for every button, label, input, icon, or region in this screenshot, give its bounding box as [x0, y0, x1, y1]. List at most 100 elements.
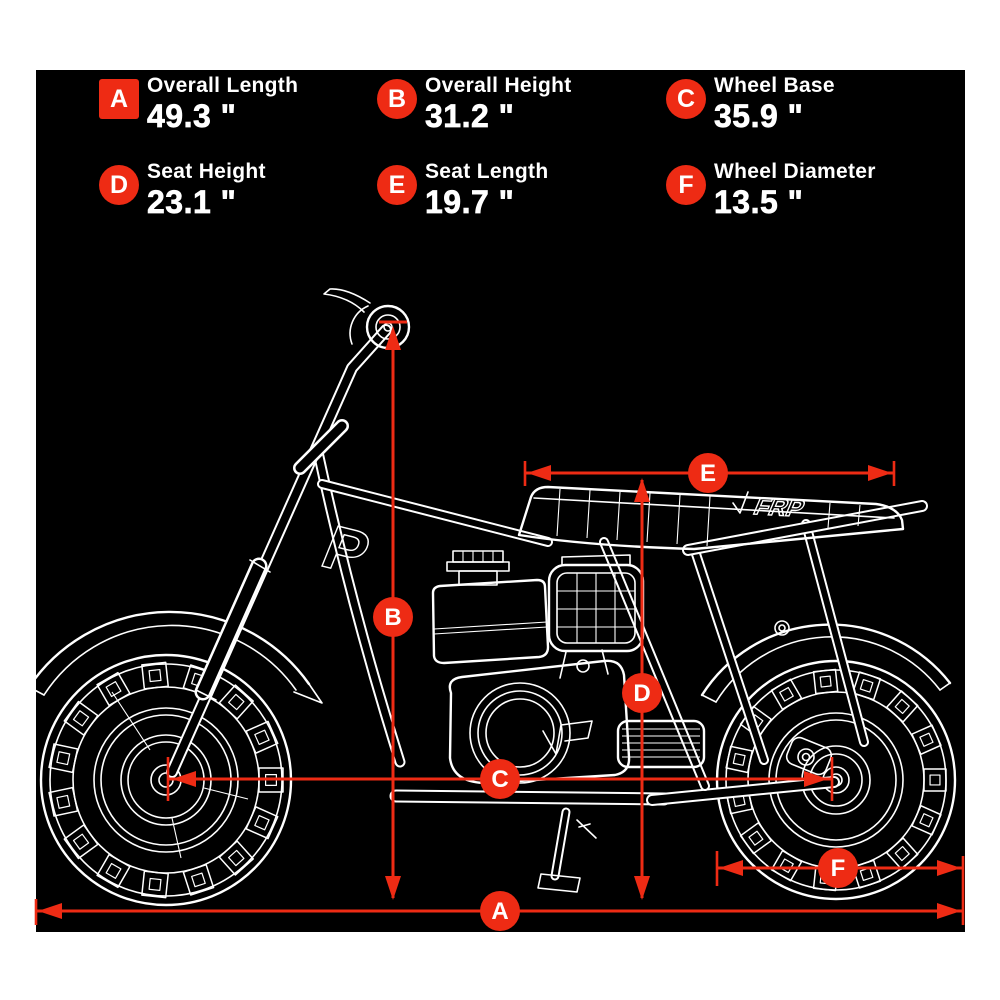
tire-knob	[182, 863, 215, 896]
spec-badge-e-letter: E	[388, 170, 406, 199]
dim-badge-a	[480, 891, 520, 931]
dim-b-arrow-down	[385, 876, 401, 900]
spec-seat-length: E Seat Length 19.7 "	[377, 159, 548, 220]
clutch-ring-3	[485, 698, 555, 768]
fork	[166, 324, 392, 778]
tire-knob	[725, 745, 753, 774]
tire-knob	[851, 671, 882, 701]
spec-badge-b-letter: B	[387, 84, 407, 113]
tire-knob	[48, 743, 79, 774]
tire-knob	[885, 837, 919, 870]
tire-knob	[96, 671, 131, 707]
dim-c-wheel-base: C	[166, 757, 834, 801]
tire-knob	[48, 786, 79, 817]
rear-knobs	[725, 668, 947, 892]
tire-knob	[245, 720, 279, 754]
tire-knob	[245, 806, 279, 840]
tank-band	[433, 621, 548, 635]
spec-badge-c: C	[666, 79, 706, 119]
dim-d-seat-height: D	[622, 478, 662, 900]
tire-knob	[148, 877, 162, 891]
tire-knob	[105, 681, 122, 698]
dim-b-overall-height: B	[373, 320, 413, 900]
kickstand	[537, 807, 597, 893]
tire-knob	[56, 751, 71, 766]
dim-e-arrow-left	[527, 465, 551, 481]
dim-badge-d	[622, 673, 662, 713]
tire-knob	[919, 813, 934, 828]
spec-wheel-diameter: F Wheel Diameter 13.5 "	[666, 159, 876, 220]
spec-label-overall-length: Overall Length	[147, 74, 299, 97]
spec-overall-height: B Overall Height 31.2 "	[377, 73, 572, 134]
tire-knob	[739, 822, 773, 855]
seat-logo-check	[732, 491, 749, 514]
spec-label-seat-height: Seat Height	[147, 160, 266, 183]
tire-knob	[770, 678, 803, 711]
spec-label-wheel-base: Wheel Base	[714, 74, 835, 97]
tire-knob	[894, 698, 910, 715]
rear-fender-edges	[701, 682, 951, 703]
tire-knob	[56, 794, 71, 809]
dim-e-seat-length: E	[523, 453, 896, 493]
clutch-ring-1	[469, 682, 571, 784]
muffler	[616, 719, 706, 769]
spec-value-overall-length: 49.3 "	[147, 98, 237, 135]
fuel-tank	[431, 578, 550, 665]
dim-f-arrow-right	[937, 860, 961, 876]
spec-label-wheel-diameter: Wheel Diameter	[714, 160, 876, 183]
tire-knob	[72, 833, 90, 850]
tire-knob	[63, 824, 99, 860]
fork-caps	[195, 559, 271, 701]
tire-knob	[148, 669, 162, 683]
dim-d-arrow-up	[634, 478, 650, 502]
spec-overall-length: A Overall Length 49.3 "	[99, 73, 298, 134]
grip-inner	[375, 314, 401, 340]
kickstand-foot	[537, 873, 581, 893]
carb	[576, 659, 590, 673]
tire-knob	[770, 849, 803, 882]
svg-text:C: C	[491, 766, 508, 793]
dimension-lines: B E D C	[34, 320, 965, 931]
rear-wheel	[715, 659, 957, 901]
tire-knob	[72, 710, 90, 727]
front-fender-outer	[27, 610, 311, 689]
front-spokes	[111, 691, 249, 859]
front-wheel	[39, 653, 293, 907]
dim-a-overall-length: A	[34, 856, 965, 931]
tire-knob	[254, 814, 270, 831]
dim-b-arrow-up	[385, 326, 401, 350]
tire-knob	[191, 872, 206, 888]
dim-badge-b	[373, 597, 413, 637]
spec-badge-b: B	[377, 79, 417, 119]
tire-knob	[779, 686, 794, 702]
spec-badge-f: F	[666, 165, 706, 205]
tire-knob	[228, 849, 245, 867]
tire-knob	[63, 700, 99, 736]
spec-badge-e: E	[377, 165, 417, 205]
dim-badge-e	[688, 453, 728, 493]
front-fender-edges	[28, 683, 323, 704]
seat-top-line	[533, 497, 895, 519]
tire-knob	[105, 862, 122, 879]
spec-badge-d-letter: D	[109, 170, 129, 199]
spec-value-wheel-base: 35.9 "	[714, 98, 804, 135]
fender-bolt-outer	[774, 620, 790, 636]
tire-knob	[911, 804, 942, 836]
tire-knob	[929, 774, 941, 786]
tire-knob	[96, 853, 131, 889]
tire-knob	[859, 679, 874, 693]
dim-c-arrow-left	[172, 771, 196, 787]
spec-badge-c-letter: C	[676, 84, 696, 113]
dim-a-arrow-right	[937, 903, 961, 919]
seat: FRP	[517, 485, 905, 551]
tire-knob	[732, 752, 746, 766]
spec-value-wheel-diameter: 13.5 "	[714, 184, 804, 221]
spec-value-overall-height: 31.2 "	[425, 98, 515, 135]
spec-value-seat-length: 19.7 "	[425, 184, 515, 221]
clutch-ring-2	[477, 690, 563, 776]
front-knobs	[48, 661, 284, 899]
tire-knob	[894, 845, 910, 862]
spec-badge-a-letter: A	[109, 84, 129, 113]
dim-d-arrow-down	[634, 876, 650, 900]
